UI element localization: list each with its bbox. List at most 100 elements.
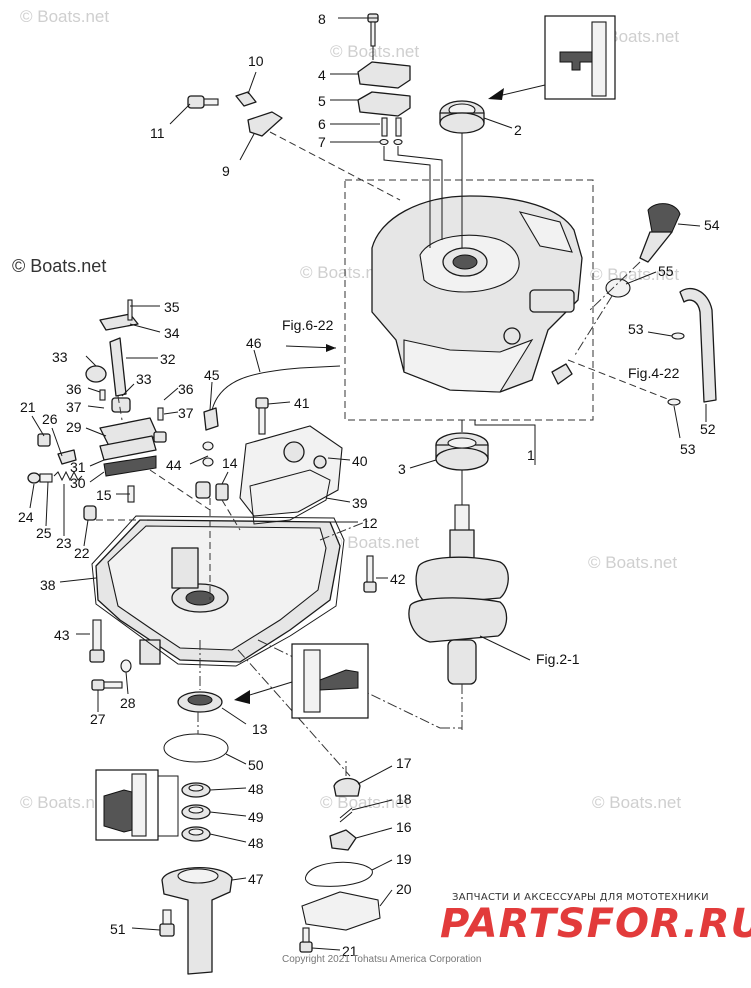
callout-9: 9 <box>222 163 230 179</box>
callout-27: 27 <box>90 711 106 727</box>
callout-5: 5 <box>318 93 326 109</box>
figure-references: Fig.6-22 Fig.4-22 Fig.2-1 <box>282 317 680 667</box>
callout-48: 48 <box>248 835 264 851</box>
callout-40: 40 <box>352 453 368 469</box>
oil-seal-13 <box>177 691 223 713</box>
callout-31: 31 <box>70 459 86 475</box>
watermark: © Boats.net <box>320 793 409 812</box>
callout-15: 15 <box>96 487 112 503</box>
upper-crankcase <box>371 195 583 393</box>
callout-48: 48 <box>248 781 264 797</box>
callout-24: 24 <box>18 509 34 525</box>
cover-plate-40 <box>239 425 343 517</box>
callout-39: 39 <box>352 495 368 511</box>
callout-22: 22 <box>74 545 90 561</box>
callout-17: 17 <box>396 755 412 771</box>
callout-3: 3 <box>398 461 406 477</box>
callout-7: 7 <box>318 134 326 150</box>
callout-49: 49 <box>248 809 264 825</box>
callout-35: 35 <box>164 299 180 315</box>
callout-18: 18 <box>396 791 412 807</box>
callout-labels: 1 2 3 4 5 6 7 8 9 10 11 12 13 14 15 16 1… <box>18 11 720 959</box>
callout-25: 25 <box>36 525 52 541</box>
callout-34: 34 <box>164 325 180 341</box>
callout-23: 23 <box>56 535 72 551</box>
callout-28: 28 <box>120 695 136 711</box>
callout-19: 19 <box>396 851 412 867</box>
callout-20: 20 <box>396 881 412 897</box>
callout-12: 12 <box>362 515 378 531</box>
callout-4: 4 <box>318 67 326 83</box>
arrowhead <box>326 344 336 352</box>
callout-50: 50 <box>248 757 264 773</box>
callout-44: 44 <box>166 457 182 473</box>
callout-32: 32 <box>160 351 176 367</box>
callout-26: 26 <box>42 411 58 427</box>
callout-leaders <box>29 17 707 951</box>
callout-33: 33 <box>136 371 152 387</box>
callout-10: 10 <box>248 53 264 69</box>
footer: ЗАПЧАСТИ И АКСЕССУАРЫ ДЛЯ МОТОТЕХНИКИ PA… <box>282 892 751 965</box>
fig-ref-2-1: Fig.2-1 <box>536 651 580 667</box>
callout-55: 55 <box>658 263 674 279</box>
fig-ref-4-22: Fig.4-22 <box>628 365 680 381</box>
watermark: © Boats.net <box>330 533 419 552</box>
watermark: © Boats.net <box>20 7 109 26</box>
seal-stack <box>181 782 211 842</box>
callout-37: 37 <box>178 405 194 421</box>
detail-inset-seal-stack <box>95 769 159 841</box>
breather-hose <box>667 287 717 406</box>
callout-37: 37 <box>66 399 82 415</box>
oil-seal-2 <box>439 100 485 134</box>
callout-29: 29 <box>66 419 82 435</box>
callout-1: 1 <box>527 447 535 463</box>
detail-inset-seal-lower <box>291 643 369 719</box>
callout-54: 54 <box>704 217 720 233</box>
arrowhead <box>488 88 504 100</box>
callout-46: 46 <box>246 335 262 351</box>
detail-inset-seal <box>544 15 616 100</box>
watermark: © Boats.net <box>592 793 681 812</box>
callout-53: 53 <box>680 441 696 457</box>
arrowhead <box>234 690 250 704</box>
lower-crankcase <box>95 519 341 665</box>
crankcase-assembly-box <box>344 179 594 421</box>
assembly-bracket <box>474 420 536 455</box>
gasket-39 <box>249 469 331 525</box>
watermark: © Boats.net <box>330 42 419 61</box>
bearing-3 <box>435 432 489 471</box>
callout-16: 16 <box>396 819 412 835</box>
callout-41: 41 <box>294 395 310 411</box>
callout-2: 2 <box>514 122 522 138</box>
callout-30: 30 <box>70 475 86 491</box>
callout-36: 36 <box>178 381 194 397</box>
callout-51: 51 <box>110 921 126 937</box>
callout-42: 42 <box>390 571 406 587</box>
callout-8: 8 <box>318 11 326 27</box>
gasket-38 <box>91 515 345 667</box>
callout-36: 36 <box>66 381 82 397</box>
callout-21: 21 <box>342 943 358 959</box>
left-small-parts <box>27 299 167 521</box>
cover-plates <box>357 13 411 146</box>
watermark-prominent: © Boats.net <box>12 256 106 276</box>
callout-6: 6 <box>318 116 326 132</box>
shop-tagline: ЗАПЧАСТИ И АКСЕССУАРЫ ДЛЯ МОТОТЕХНИКИ <box>452 892 709 903</box>
callout-43: 43 <box>54 627 70 643</box>
callout-14: 14 <box>222 455 238 471</box>
callout-38: 38 <box>40 577 56 593</box>
callout-52: 52 <box>700 421 716 437</box>
shop-logo: PARTSFOR.RU <box>440 901 751 947</box>
right-lower-parts <box>299 777 381 953</box>
bolts <box>89 397 377 691</box>
copyright: Copyright 2021 Tohatsu America Corporati… <box>282 954 481 965</box>
callout-21: 21 <box>20 399 36 415</box>
sensor-assembly <box>195 365 341 501</box>
callout-53: 53 <box>628 321 644 337</box>
callout-45: 45 <box>204 367 220 383</box>
fig-ref-6-22: Fig.6-22 <box>282 317 334 333</box>
watermark: © Boats.net <box>20 793 109 812</box>
oil-filler-cap <box>605 203 681 298</box>
callout-47: 47 <box>248 871 264 887</box>
